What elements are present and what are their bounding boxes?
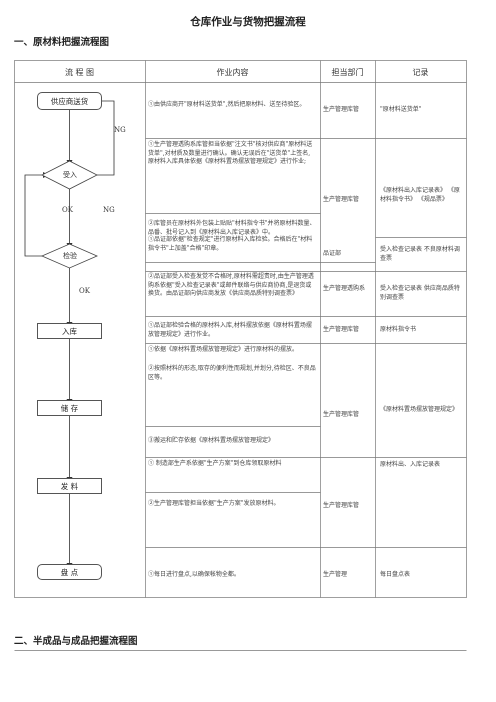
work-cell-9: ③搬运和贮存依据《原材料置场摆放管理规定》 <box>148 437 275 444</box>
work-cell-2: ①生产管理透购系库管担当依据"注文书"核对供应商"原材料送货单",对材质及数量进… <box>148 141 313 166</box>
flow-node-store-in: 入库 <box>37 323 102 339</box>
dept-cell-8: 生产管理 <box>323 571 348 578</box>
work-cell-6: ①品证部检验合格的原材料入库,材料摆放依据《原材料置场摆放管理规定》进行作业。 <box>148 322 312 338</box>
flow-node-inspect: 检验 <box>63 252 77 260</box>
flow-node-count: 盘 点 <box>37 564 102 580</box>
flow-node-storage: 储 存 <box>37 400 102 416</box>
record-cell-8: 每日盘点表 <box>380 571 411 578</box>
dept-cell-7: 生产管理库管 <box>323 502 360 509</box>
dept-cell-5: 生产管理库管 <box>323 326 360 333</box>
section-heading-raw-materials: 一、原材料把握流程图 <box>14 37 110 48</box>
flow-node-receive: 受入 <box>63 171 77 179</box>
work-cell-4: ①品证部依据"检查规定"进行原材料入库检验。合格后在"材料指令书"上加盖"合格"… <box>148 236 313 252</box>
inspect-diamond <box>40 243 99 269</box>
work-cell-8: ②按照材料的形态,取存的便利性而规划,并划分,待检区、不良品区等。 <box>148 365 316 381</box>
flow-node-issue: 发 料 <box>37 478 102 494</box>
record-cell-7: 原材料出、入库记录表 <box>380 461 441 468</box>
header-record: 记录 <box>412 68 429 77</box>
flow-label-ok-receive: OK <box>62 206 73 214</box>
work-cell-11: ②生产管理库管担当依据"生产方案"发放原材料。 <box>148 500 280 507</box>
record-cell-1: "原材料送货单" <box>380 106 422 113</box>
record-cell-3: 受入检查记录表 不良原材料调查票 <box>380 246 460 262</box>
document-title: 仓库作业与货物把握流程 <box>190 16 306 28</box>
work-cell-1: ①由供应商开"原材料送货单",然后把原材料、送至待验区。 <box>148 101 306 108</box>
receive-diamond <box>41 160 98 190</box>
work-cell-7: ①依据《原材料置场摆放管理规定》进行原材料的摆放。 <box>148 346 299 353</box>
flow-label-ng-supplier: NG <box>114 126 126 134</box>
dept-cell-2: 生产管理库管 <box>323 196 360 203</box>
flow-label-ok-inspect: OK <box>79 287 90 295</box>
flow-label-ng-receive: NG <box>103 206 115 214</box>
record-cell-2: 《原材料出入库记录表》 《原材料指令书》 《规品票》 <box>380 187 460 203</box>
header-dept: 担当部门 <box>331 68 364 77</box>
flow-node-supplier: 供应商送货 <box>37 92 102 110</box>
record-cell-6: 《原材料置场摆放管理规定》 <box>380 406 459 413</box>
work-cell-5: ②品证部受入检查发觉不合格时,原材料需超责时,由生产管理透购系依据"受入检查记录… <box>148 273 314 298</box>
header-flow: 流 程 图 <box>64 68 95 77</box>
dept-cell-3: 品证部 <box>323 250 342 257</box>
work-cell-12: ①每日进行盘点,以确保帐物全都。 <box>148 571 240 578</box>
section-heading-finished-goods: 二、半成品与成品把握流程图 <box>14 636 138 647</box>
work-cell-3: ②库管员在原材料外包装上贴贴"材料指令书"并将原材料数量、品番、批号记入到《原材… <box>148 220 316 236</box>
dept-cell-4: 生产管理透购系 <box>323 285 366 292</box>
record-cell-5: 原材料指令书 <box>380 326 417 333</box>
dept-cell-6: 生产管理库管 <box>323 411 360 418</box>
dept-cell-1: 生产管理库管 <box>323 106 360 113</box>
record-cell-4: 受入检查记录表 供应商品质特别调查票 <box>380 285 460 301</box>
work-cell-10: ① 制造部生产系依据"生产方案"到仓库领取原材料 <box>148 460 282 467</box>
header-work: 作业内容 <box>216 68 249 77</box>
